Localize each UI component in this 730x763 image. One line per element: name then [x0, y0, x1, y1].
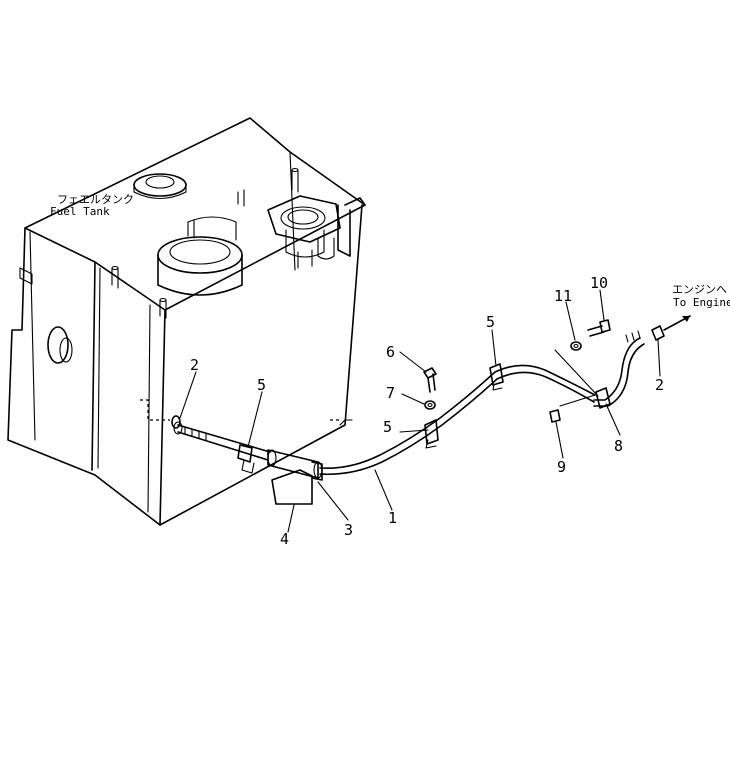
callout-9: 9 — [557, 458, 566, 476]
callout-5-mid: 5 — [383, 418, 392, 436]
callout-3: 3 — [344, 521, 353, 539]
fuel-tank-label-jp: フェエルタンク — [57, 193, 134, 206]
callout-7: 7 — [386, 384, 395, 402]
leader-lines — [179, 289, 661, 533]
callout-8: 8 — [614, 437, 623, 455]
callout-2-right: 2 — [655, 376, 664, 394]
callout-4: 4 — [280, 530, 289, 548]
callout-numbers: 2 5 3 4 1 5 7 6 5 8 9 10 11 2 — [190, 274, 664, 548]
fuel-hose-assembly — [173, 330, 645, 505]
fuel-tank — [7, 117, 366, 526]
fasteners — [171, 315, 691, 429]
callout-10: 10 — [590, 274, 608, 292]
callout-5-top: 5 — [486, 313, 495, 331]
callout-1: 1 — [388, 509, 397, 527]
callout-11: 11 — [554, 287, 572, 305]
callout-5-left: 5 — [257, 376, 266, 394]
callout-6: 6 — [386, 343, 395, 361]
text-labels: フェエルタンク Fuel Tank エンジンへ To Engine — [50, 193, 730, 309]
callout-2-left: 2 — [190, 356, 199, 374]
to-engine-label-en: To Engine — [673, 296, 730, 309]
fuel-tank-label-en: Fuel Tank — [50, 205, 110, 218]
to-engine-label-jp: エンジンへ — [672, 283, 727, 296]
